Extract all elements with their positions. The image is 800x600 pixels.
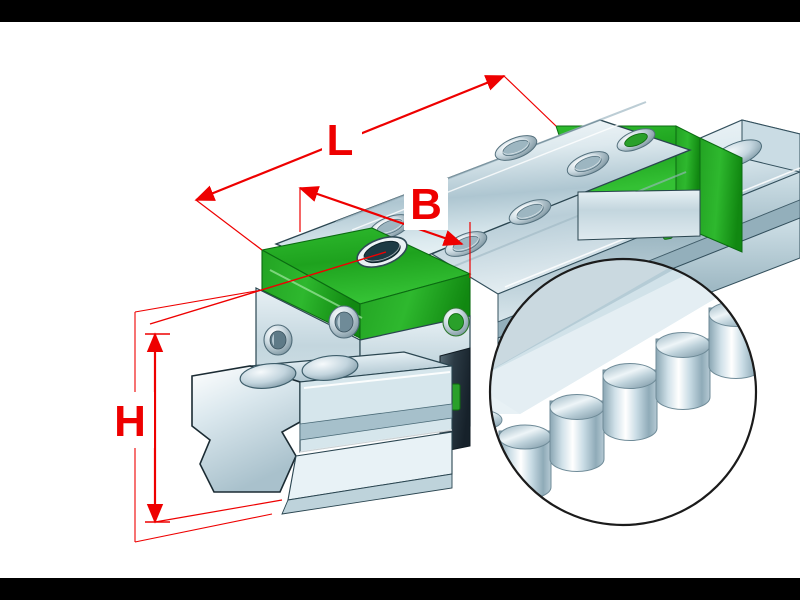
frame-line-H-bottom xyxy=(134,513,273,543)
rear-end-cap-outer xyxy=(699,137,743,253)
letterbox-bar-bottom xyxy=(0,578,800,600)
illustration-canvas: L B H xyxy=(0,22,800,578)
detail-view-circle xyxy=(488,257,758,527)
dimension-label-H-backing xyxy=(108,392,154,448)
roller xyxy=(549,394,605,472)
dimension-label-L: L xyxy=(327,116,354,165)
leader-line-H-bottom xyxy=(154,499,283,523)
rail-front-highlight xyxy=(303,371,451,389)
dimension-label-H: H xyxy=(114,397,146,446)
dimension-label-B: B xyxy=(410,180,442,229)
carriage-rear-body xyxy=(577,189,701,241)
rail-front-bottom-edge xyxy=(281,473,453,515)
carriage-top-groove-2 xyxy=(439,171,687,273)
detail-circle-outline xyxy=(488,257,758,527)
rail-front-hole-1 xyxy=(239,363,297,389)
rail-front-groove xyxy=(299,403,453,441)
roller xyxy=(708,301,756,379)
roller xyxy=(498,424,552,500)
frame-line-H-top xyxy=(134,289,263,313)
roller xyxy=(602,363,658,441)
dimension-line-B xyxy=(298,186,464,246)
witness-line-L-right xyxy=(503,75,557,127)
rail-front-hole-2 xyxy=(301,355,359,381)
detail-steel-band-light xyxy=(490,259,756,414)
linear-guide-drawing: L B H xyxy=(108,74,800,543)
rail-front-section xyxy=(191,351,453,515)
rail-front-highlight-2 xyxy=(299,429,453,453)
detail-steel-band-dark xyxy=(490,259,756,382)
leader-line-corner xyxy=(149,251,387,325)
dimension-label-B-backing xyxy=(404,178,448,230)
dimension-annotations: L B H xyxy=(108,74,557,543)
roller xyxy=(655,332,711,410)
dimension-label-L-backing xyxy=(322,114,362,164)
witness-line-L-left xyxy=(195,199,263,251)
letterbox-bar-top xyxy=(0,0,800,22)
